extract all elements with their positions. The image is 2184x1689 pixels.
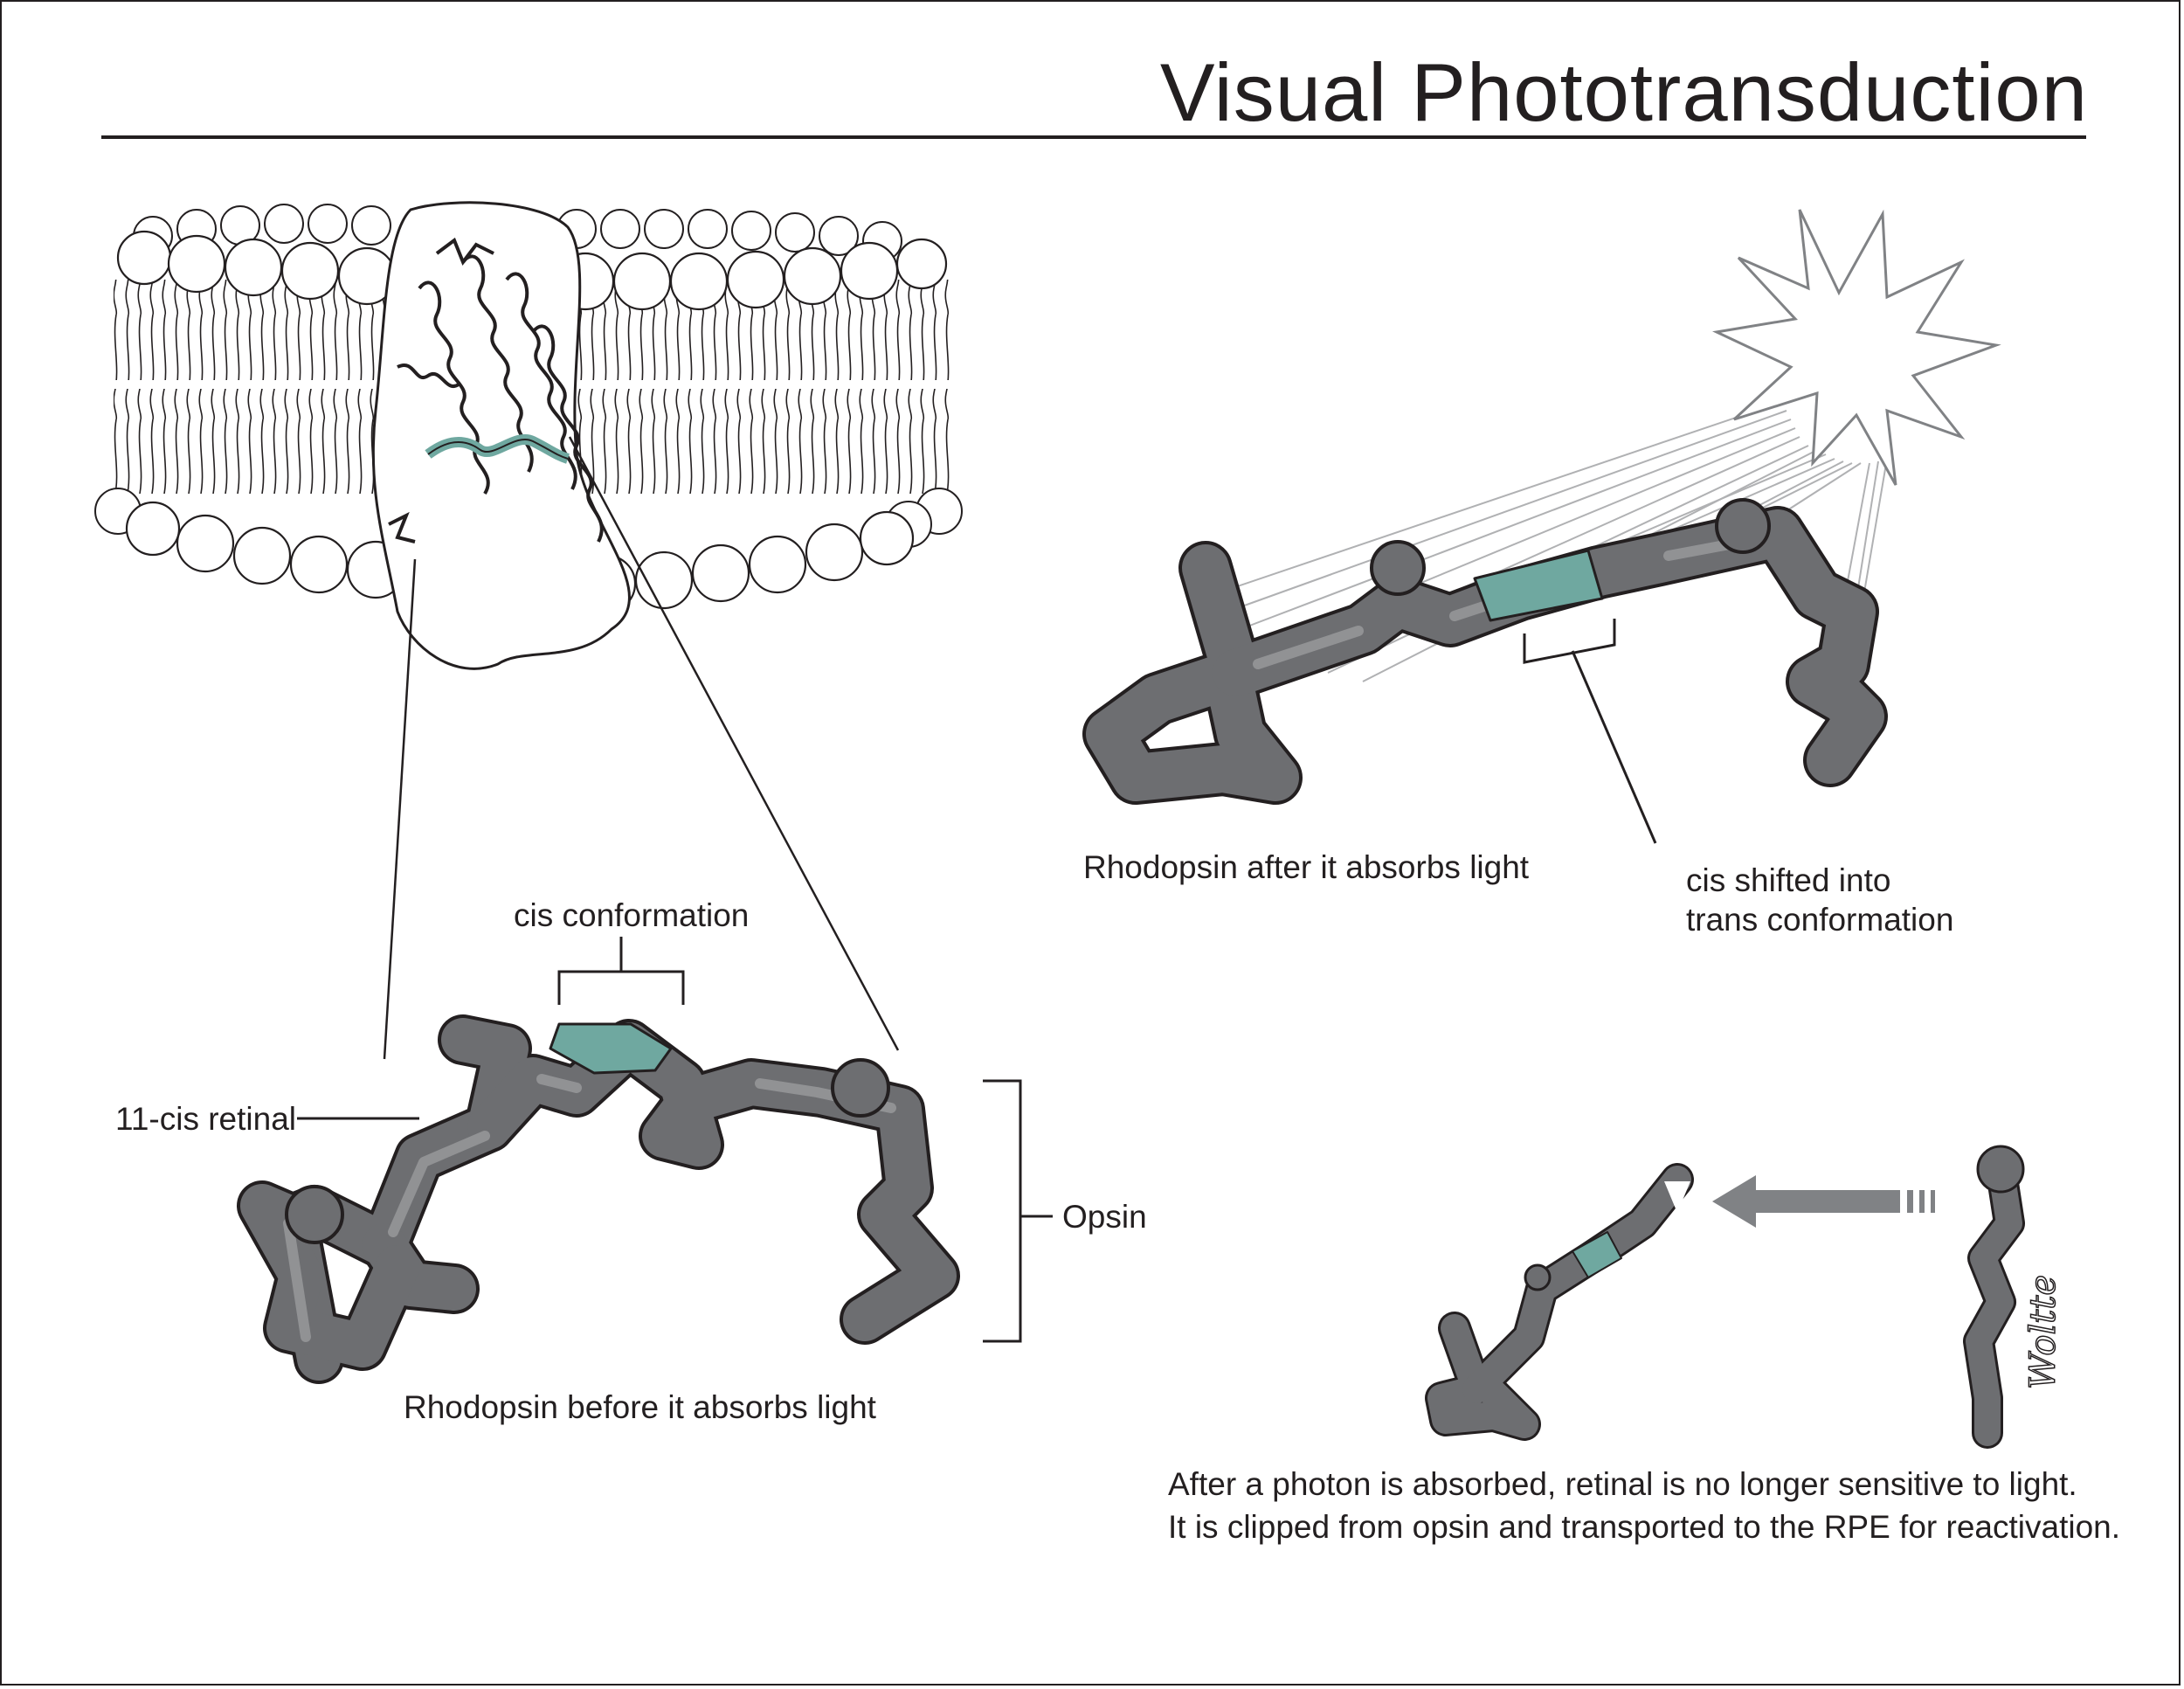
cis-shifted-label-line2: trans conformation bbox=[1686, 902, 1954, 938]
cis-retinal-molecule bbox=[237, 1014, 960, 1384]
zoom-line-left bbox=[383, 558, 417, 1060]
cis-shifted-label-line1: cis shifted into bbox=[1686, 862, 1891, 898]
lipid-bilayer bbox=[94, 204, 963, 613]
artist-signature: Woltte bbox=[2023, 1275, 2063, 1389]
after-light-caption: Rhodopsin after it absorbs light bbox=[1083, 849, 1530, 885]
reactivation-caption-line1: After a photon is absorbed, retinal is n… bbox=[1168, 1466, 2077, 1502]
released-opsin bbox=[1963, 1145, 2025, 1449]
reactivation-caption-line2: It is clipped from opsin and transported… bbox=[1168, 1509, 2121, 1545]
opsin-label: Opsin bbox=[1062, 1199, 1147, 1235]
opsin-bracket bbox=[983, 1079, 1053, 1343]
title-underline bbox=[101, 135, 2086, 139]
before-light-caption: Rhodopsin before it absorbs light bbox=[404, 1389, 876, 1425]
clipped-retinal bbox=[1425, 1163, 1694, 1441]
cis-conformation-label: cis conformation bbox=[514, 897, 750, 933]
trans-conformation-bracket bbox=[1523, 619, 1657, 844]
zoom-line-right bbox=[568, 436, 900, 1051]
page-title: Visual Phototransduction bbox=[1159, 46, 2088, 138]
trans-retinal-molecule bbox=[1082, 498, 1888, 805]
eleven-cis-retinal-label: 11-cis retinal bbox=[115, 1101, 297, 1137]
transport-arrow bbox=[1712, 1175, 1935, 1228]
rhodopsin-protein bbox=[371, 201, 631, 670]
cis-conformation-bracket bbox=[557, 937, 685, 1005]
